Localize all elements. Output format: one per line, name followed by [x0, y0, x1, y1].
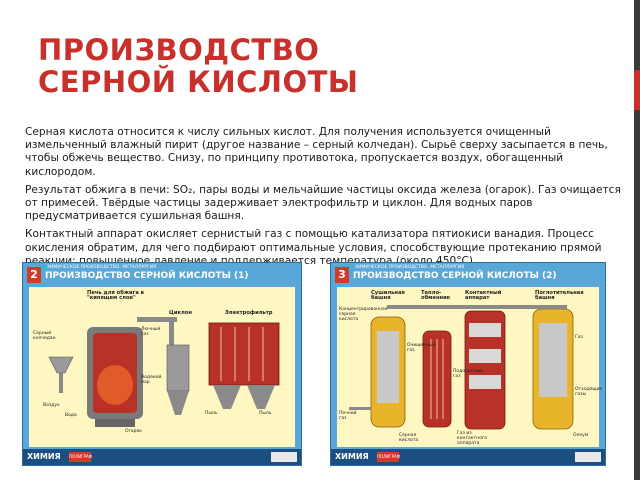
title-line-1: ПРОИЗВОДСТВО: [38, 33, 320, 67]
label-roast-gas: Печной газ: [339, 411, 357, 421]
label-air: Воздух: [43, 403, 60, 408]
poster-number: 3: [335, 267, 349, 283]
footer-publisher-logo: [575, 452, 601, 462]
furnace-diagram: [48, 317, 280, 427]
poster-header: ПРОИЗВОДСТВО СЕРНОЙ КИСЛОТЫ (1): [45, 271, 249, 281]
label-tail-gas: Отходящие газы: [575, 387, 603, 397]
paragraph-1: Серная кислота относится к числу сильных…: [25, 126, 608, 178]
poster-subheader: ХИМИЧЕСКОЕ ПРОИЗВОДСТВО. МЕТАЛЛУРГИЯ: [47, 265, 157, 270]
label-dust-2: Пыль: [259, 411, 272, 416]
footer-brand: ХИМИЯ: [27, 452, 61, 461]
slide-title: ПРОИЗВОДСТВО СЕРНОЙ КИСЛОТЫ: [38, 34, 598, 98]
label-dust-1: Пыль: [205, 411, 218, 416]
label-water: Вода: [65, 413, 77, 418]
slide-edge-bar: [634, 0, 640, 480]
poster-panel: Сушильная башня Тепло-обменник Контактны…: [337, 287, 603, 447]
label-furnace: Печь для обжига в "кипящем слое": [87, 290, 144, 301]
poster-header: ПРОИЗВОДСТВО СЕРНОЙ КИСЛОТЫ (2): [353, 271, 557, 281]
label-acid: Серная кислота: [399, 433, 419, 443]
poster-sulfuric-acid-2: 3 ХИМИЧЕСКОЕ ПРОИЗВОДСТВО. МЕТАЛЛУРГИЯ П…: [330, 262, 606, 466]
label-cyclone: Циклон: [169, 310, 192, 316]
footer-brand-badge: ПОЛИГРАФ: [69, 452, 92, 462]
poster-footer: ХИМИЯ ПОЛИГРАФ: [23, 449, 301, 465]
slide-body: Серная кислота относится к числу сильных…: [25, 126, 627, 273]
footer-publisher-logo: [271, 452, 297, 462]
footer-brand-badge: ПОЛИГРАФ: [377, 452, 400, 462]
label-gas: Газ: [575, 335, 583, 340]
label-oleum: Олеум: [573, 433, 589, 438]
label-ash: Огарок: [125, 429, 142, 434]
label-gas-from-contact: Газ из контактного аппарата: [457, 431, 487, 446]
absorption-diagram: [349, 305, 574, 430]
label-hatch-gas: Лючный газ: [141, 327, 161, 337]
label-drying-tower: Сушильная башня: [371, 290, 405, 301]
label-heat-exchanger: Тепло-обменник: [421, 290, 451, 301]
label-pyrite: Серный колчедан: [33, 331, 56, 341]
label-contact-apparatus: Контактный аппарат: [465, 290, 502, 301]
label-preheated-gas: Подогретый газ: [453, 369, 482, 379]
label-water-steam: Водяной пар: [141, 375, 162, 385]
poster-number: 2: [27, 267, 41, 283]
paragraph-2: Результат обжига в печи: SO₂, пары воды …: [25, 183, 621, 223]
edge-accent: [634, 70, 640, 110]
label-absorption-tower: Поглотительная башня: [535, 290, 584, 301]
footer-brand: ХИМИЯ: [335, 452, 369, 461]
poster-sulfuric-acid-1: 2 ХИМИЧЕСКОЕ ПРОИЗВОДСТВО. МЕТАЛЛУРГИЯ П…: [22, 262, 302, 466]
poster-subheader: ХИМИЧЕСКОЕ ПРОИЗВОДСТВО. МЕТАЛЛУРГИЯ: [355, 265, 465, 270]
poster-footer: ХИМИЯ ПОЛИГРАФ: [331, 449, 605, 465]
label-electrofilter: Электрофильтр: [225, 310, 273, 316]
label-cleaned-gas: Очищенный газ: [407, 343, 436, 353]
label-conc-acid: Концентрированная серная кислота: [339, 307, 388, 322]
title-line-2: СЕРНОЙ КИСЛОТЫ: [38, 65, 359, 99]
poster-panel: Печь для обжига в "кипящем слое" Серный …: [29, 287, 295, 447]
